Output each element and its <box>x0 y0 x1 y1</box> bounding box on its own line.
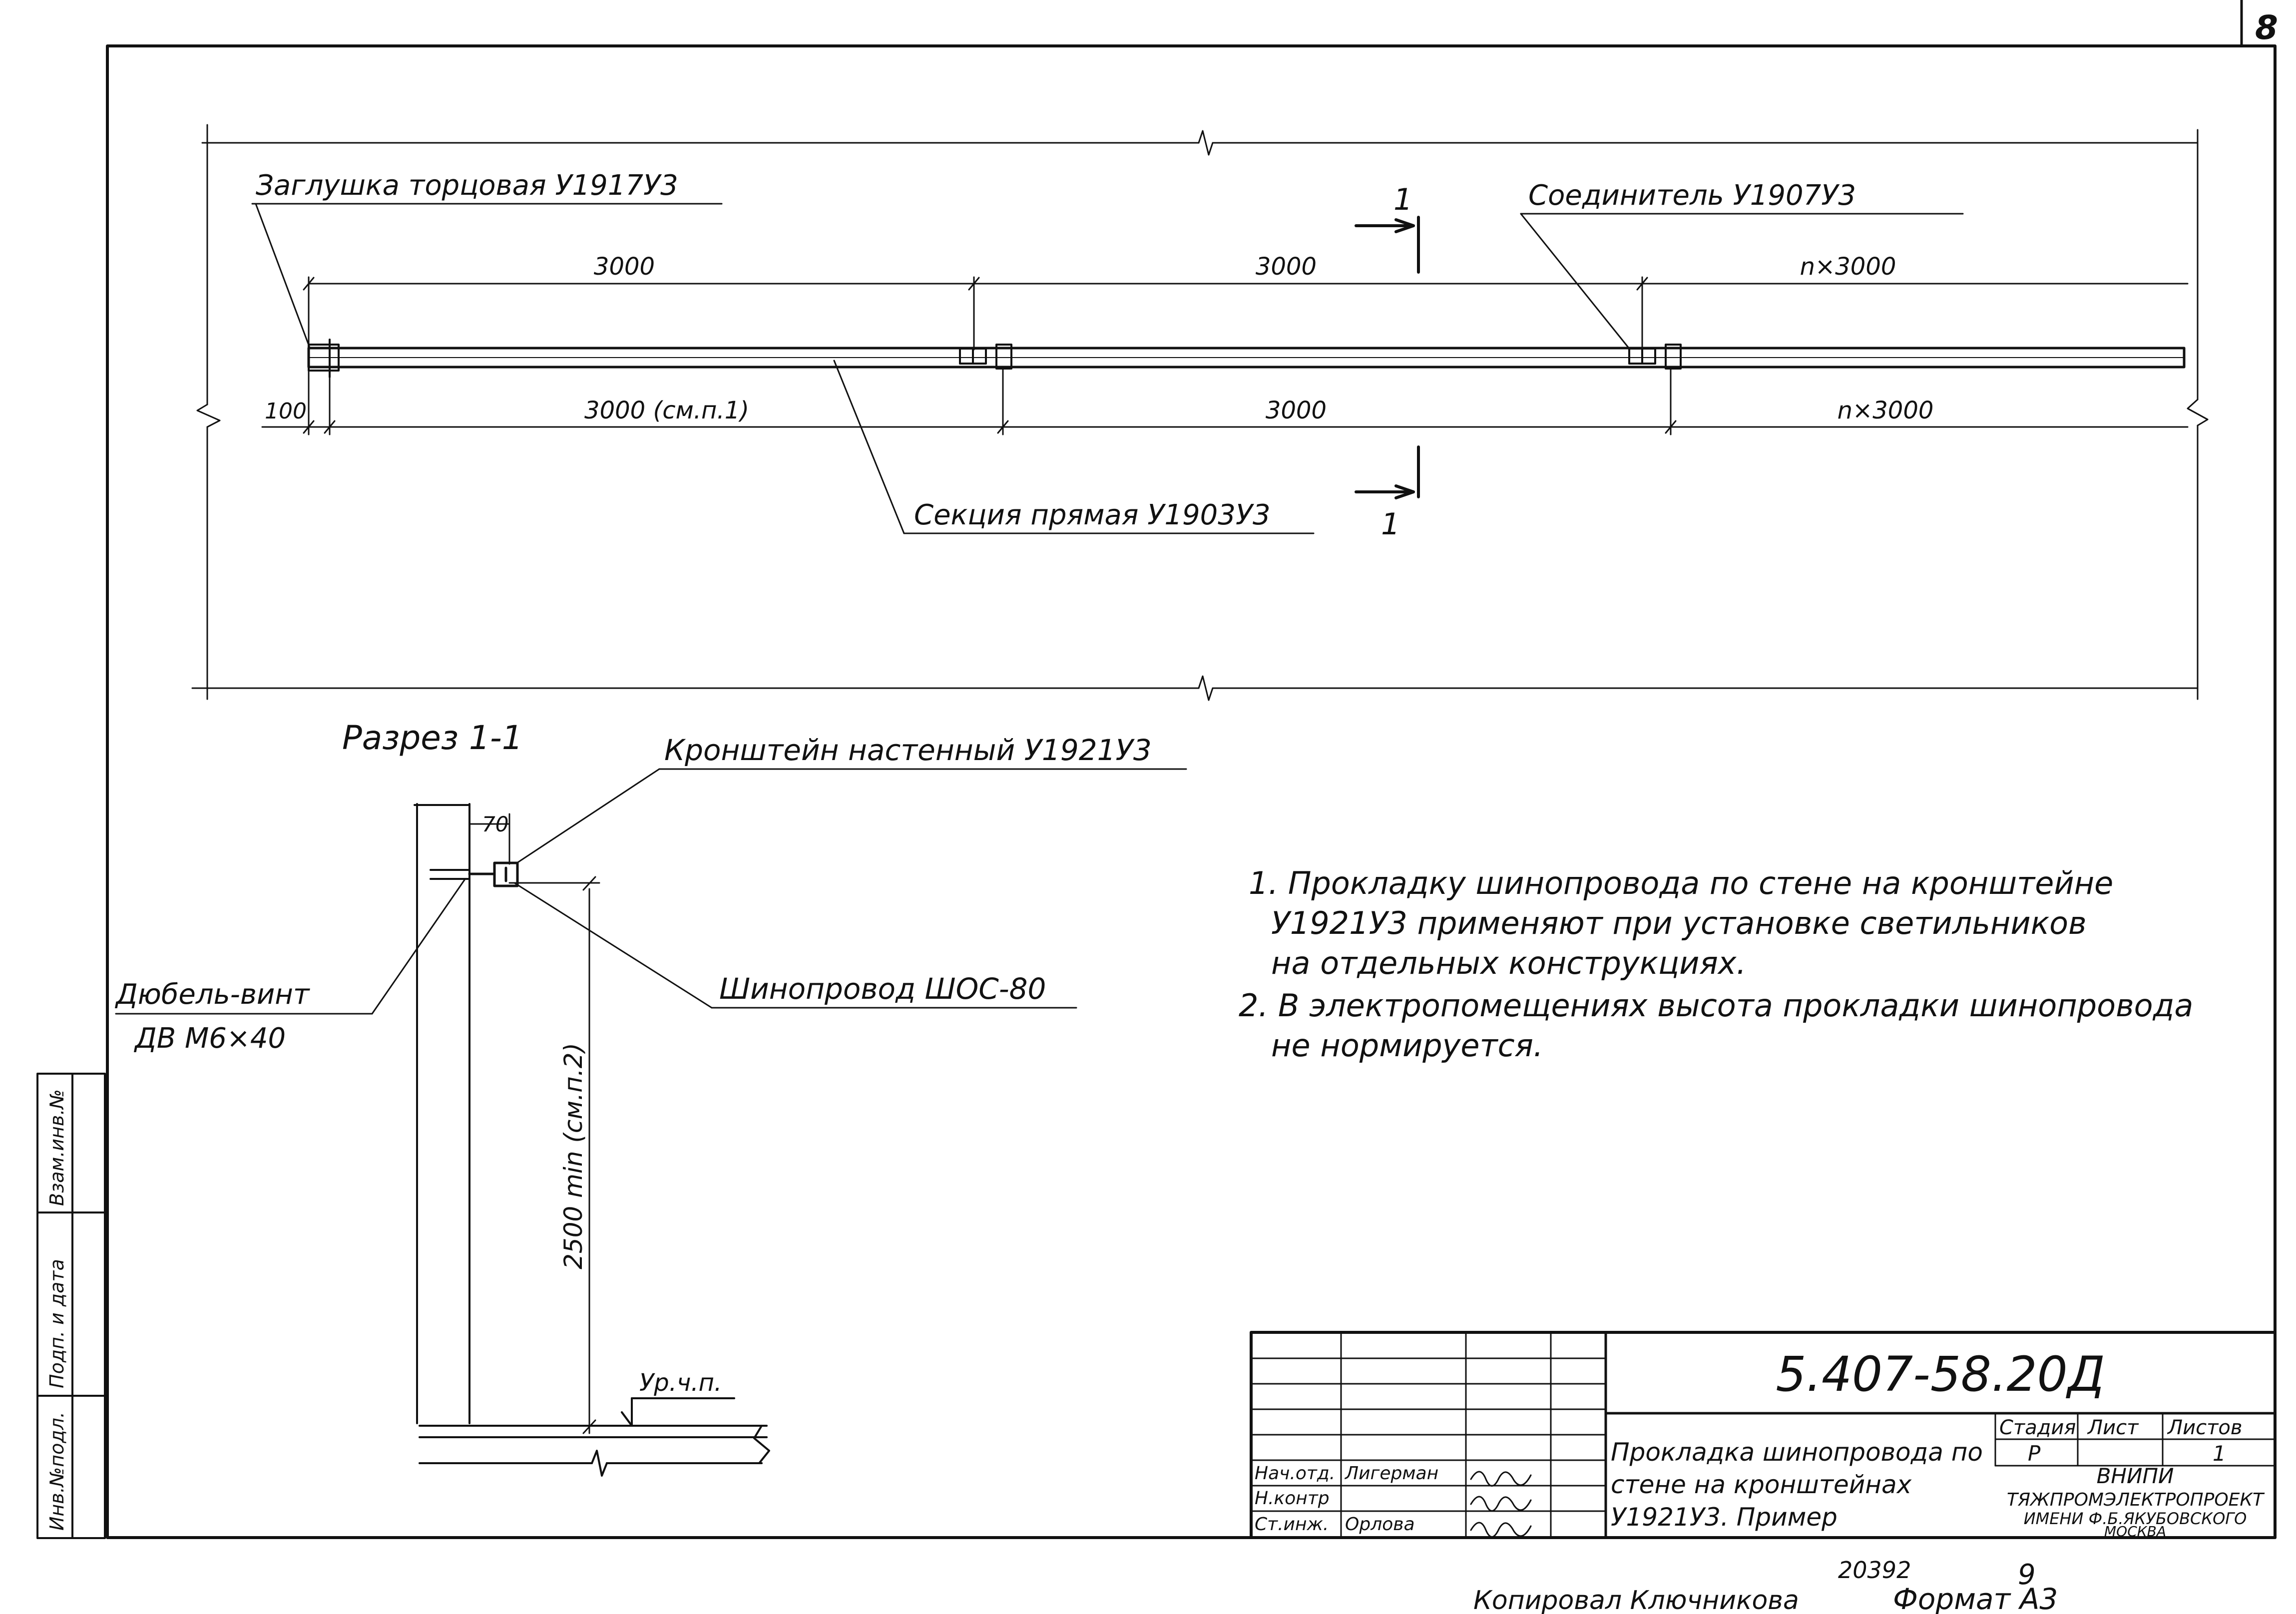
copied-by: Копировал Ключникова <box>1473 1586 1799 1614</box>
busway-run <box>307 347 2186 369</box>
section-mark-top <box>1355 216 1420 274</box>
bracket-offset-dim: 70 <box>482 812 508 836</box>
role-control: Н.контр <box>1255 1488 1330 1509</box>
page-number: 9 <box>2018 1559 2036 1591</box>
role-engineer: Ст.инж. <box>1255 1514 1329 1535</box>
side-stamp-sign: Подп. и дата <box>46 1259 68 1388</box>
section-floor <box>419 1397 770 1477</box>
bracket-label: Кронштейн настенный У1921У3 <box>664 733 1152 767</box>
note-line-2: У1921У3 применяют при установке светильн… <box>1271 905 2087 941</box>
bottom-dim-2: 3000 <box>1266 397 1327 424</box>
note-line-1: 1. Прокладку шинопровода по стене на кро… <box>1249 865 2113 901</box>
sheets-header: Листов <box>2167 1416 2242 1439</box>
top-dim-1: 3000 <box>594 253 655 281</box>
name-head: Лигерман <box>1344 1463 1438 1484</box>
sheets-total-value: 1 <box>2213 1441 2226 1466</box>
side-stamp-grid <box>36 1073 106 1539</box>
straight-section-label: Секция прямая У1903У3 <box>914 499 1271 531</box>
name-engineer: Орлова <box>1345 1514 1415 1535</box>
end-cap-symbol <box>308 339 340 378</box>
section-mark-bottom-label: 1 <box>1381 507 1400 542</box>
section-title: Разрез 1-1 <box>342 719 523 757</box>
side-stamp-replace: Взам.инв.№ <box>46 1089 68 1206</box>
format-label: Формат А3 <box>1893 1582 2058 1614</box>
section-mark-bottom <box>1355 445 1420 499</box>
end-cap-label: Заглушка торцовая У1917У3 <box>256 169 678 202</box>
section-mark-top-label: 1 <box>1393 182 1412 217</box>
stage-value: Р <box>2028 1441 2041 1466</box>
drawing-frame <box>106 44 2277 1539</box>
description-line-3: У1921У3. Пример <box>1611 1503 1837 1532</box>
connector-label: Соединитель У1907У3 <box>1528 179 1856 212</box>
org-line-1: ВНИПИ <box>2097 1464 2174 1488</box>
dowel-symbol <box>430 869 470 880</box>
signature-marks <box>1470 1471 1532 1538</box>
busway-label: Шинопровод ШОС-80 <box>719 972 1046 1006</box>
side-stamp-inventory: Инв.№подл. <box>46 1412 68 1531</box>
dowel-label-1: Дюбель-винт <box>114 978 310 1011</box>
bottom-dim-3: n×3000 <box>1837 397 1934 424</box>
order-number: 20392 <box>1838 1557 1911 1584</box>
bottom-dim-100: 100 <box>265 399 307 424</box>
height-dim: 2500 min (см.п.2) <box>559 1043 588 1269</box>
note-line-3: на отдельных конструкциях. <box>1271 945 1746 981</box>
document-code: 5.407-58.20Д <box>1776 1346 2105 1402</box>
plan-outline <box>191 124 2209 701</box>
top-dim-2: 3000 <box>1256 253 1317 281</box>
dowel-label-2: ДВ М6×40 <box>133 1022 286 1055</box>
bottom-dimension-chain <box>261 366 2189 435</box>
stage-header: Стадия <box>1999 1416 2076 1439</box>
role-head: Нач.отд. <box>1255 1463 1335 1484</box>
section-dimensions <box>468 813 600 1434</box>
connector-symbol-2 <box>1628 344 1682 370</box>
floor-level-label: Ур.ч.п. <box>639 1369 722 1397</box>
bracket-symbol <box>468 861 519 887</box>
sheet-header: Лист <box>2087 1416 2139 1439</box>
sheet-number: 8 <box>2255 8 2278 47</box>
top-dim-3: n×3000 <box>1800 253 1896 281</box>
section-leaders <box>115 768 1187 1015</box>
title-block-grid <box>1250 1331 2277 1539</box>
connector-symbol-1 <box>959 344 1012 370</box>
note-line-4: 2. В электропомещениях высота прокладки … <box>1239 987 2193 1024</box>
description-line-2: стене на кронштейнах <box>1611 1470 1912 1499</box>
description-line-1: Прокладка шинопровода по <box>1611 1438 1983 1467</box>
top-dimension-chain <box>303 276 2189 351</box>
plan-leaders <box>251 203 1964 534</box>
org-line-4: МОСКВА <box>2104 1523 2166 1540</box>
bottom-dim-1: 3000 (см.п.1) <box>584 397 749 424</box>
note-line-5: не нормируется. <box>1271 1027 1543 1064</box>
org-line-3: ИМЕНИ Ф.Б.ЯКУБОВСКОГО <box>2024 1509 2247 1528</box>
section-wall <box>414 803 470 1424</box>
org-line-2: ТЯЖПРОМЭЛЕКТРОПРОЕКТ <box>2007 1490 2265 1510</box>
